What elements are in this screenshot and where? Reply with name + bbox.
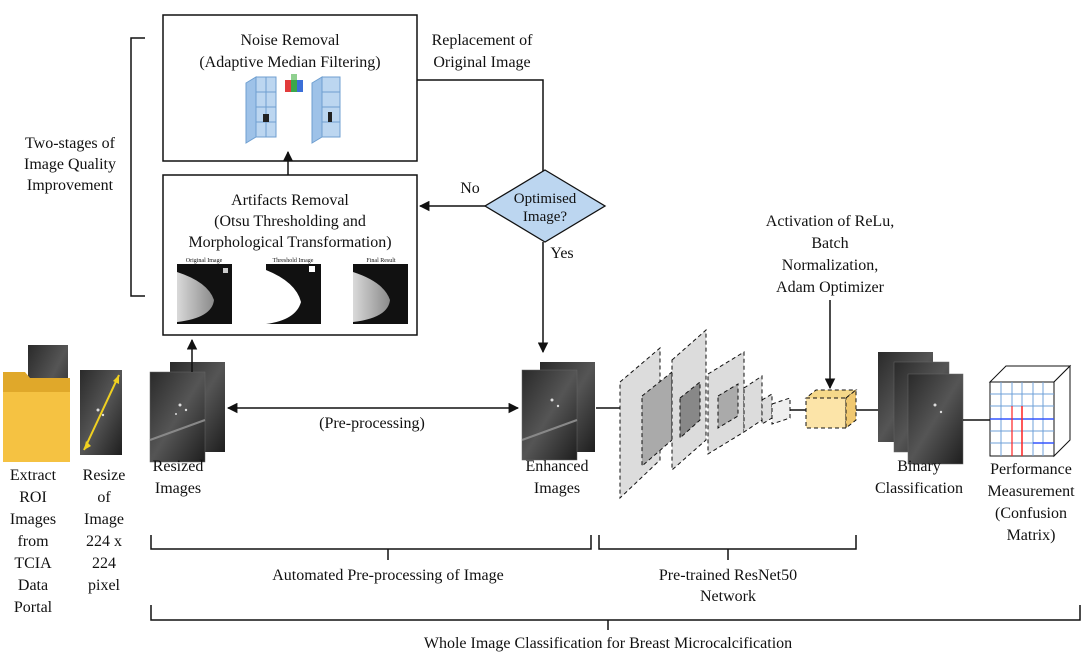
two-stages-line3: Improvement (27, 177, 114, 194)
artifacts-removal-line3: Morphological Transformation) (188, 234, 391, 251)
input-grid-stack (245, 76, 277, 144)
decision-line2: Image? (523, 209, 567, 225)
auto-preprocessing-label: Automated Pre-processing of Image (272, 567, 503, 584)
replacement-label-line1: Replacement of (432, 32, 534, 49)
noise-removal-subtitle: (Adaptive Median Filtering) (199, 54, 380, 71)
performance-label: Performance Measurement (Confusion Matri… (987, 461, 1075, 544)
decision-line1: Optimised (514, 191, 577, 207)
extract-roi-label: Extract ROI Images from TCIA Data Portal (10, 467, 57, 616)
artifacts-removal-line2: (Otsu Thresholding and (214, 213, 366, 230)
artifacts-removal-box: Artifacts Removal (Otsu Thresholding and… (162, 174, 418, 336)
resized-images-label: Resized Images (153, 458, 204, 497)
roi-folder-icon (3, 345, 70, 462)
two-stages-line2: Image Quality (24, 156, 116, 173)
resize-line: 224 (92, 555, 116, 572)
resnet-bracket (598, 535, 857, 550)
artifacts-removal-title: Artifacts Removal (231, 192, 349, 209)
extract-line: Data (18, 577, 48, 594)
original-image-panel-title: Original Image (186, 258, 223, 264)
final-result-panel-title: Final Result (366, 258, 396, 264)
activation-line4: Adam Optimizer (776, 279, 885, 296)
threshold-image-panel: Threshold Image (266, 258, 321, 324)
enhanced-images-label: Enhanced Images (525, 458, 588, 497)
binary-line: Binary (897, 458, 941, 475)
resized-line: Images (155, 480, 201, 497)
resize-line: Resize (83, 467, 126, 484)
binary-classification-label: Binary Classification (875, 458, 963, 497)
filter-kernel (285, 74, 303, 92)
enhanced-line: Images (534, 480, 580, 497)
no-label: No (460, 180, 480, 197)
resnet-layers (619, 328, 791, 500)
activation-line3: Normalization, (782, 257, 878, 274)
resized-images-stack (149, 362, 225, 463)
resize-line: pixel (88, 577, 121, 594)
binary-line: Classification (875, 480, 963, 497)
extract-line: Images (10, 511, 56, 528)
auto-preprocessing-bracket (150, 535, 592, 550)
preprocessing-arrow-label: (Pre-processing) (319, 415, 425, 432)
performance-line: Performance (990, 461, 1072, 478)
median-filter-illustration (245, 74, 341, 144)
resize-line: 224 x (86, 533, 122, 550)
two-stages-line1: Two-stages of (25, 135, 116, 152)
resize-line: of (97, 489, 111, 506)
activation-line1: Activation of ReLu, (766, 213, 894, 230)
final-result-panel: Final Result (353, 258, 408, 324)
confusion-matrix-cube (988, 364, 1072, 458)
whole-classification-bracket (150, 605, 1081, 621)
resize-label: Resize of Image 224 x 224 pixel (83, 467, 126, 594)
performance-line: (Confusion (995, 505, 1067, 522)
enhanced-line: Enhanced (525, 458, 588, 475)
noise-removal-box: Noise Removal (Adaptive Median Filtering… (162, 14, 418, 162)
performance-line: Measurement (987, 483, 1075, 500)
output-grid-stack (311, 76, 341, 144)
activation-line2: Batch (811, 235, 848, 252)
replacement-line (417, 79, 544, 175)
extract-line: Portal (14, 599, 53, 616)
resized-line: Resized (153, 458, 204, 475)
enhanced-images-stack (521, 362, 595, 461)
extract-line: TCIA (14, 555, 52, 572)
two-stages-bracket (130, 37, 145, 297)
whole-classification-label: Whole Image Classification for Breast Mi… (424, 635, 792, 652)
resnet-label-line2: Network (700, 588, 756, 605)
original-image-panel: Original Image (177, 258, 232, 324)
performance-line: Matrix) (1007, 527, 1056, 544)
extract-line: Extract (10, 467, 57, 484)
yes-label: Yes (550, 245, 573, 262)
resize-image-icon (80, 370, 122, 455)
extract-line: from (17, 533, 49, 550)
optimised-image-decision: Optimised Image? (483, 169, 607, 243)
replacement-label-line2: Original Image (433, 54, 530, 71)
threshold-image-panel-title: Threshold Image (273, 258, 314, 264)
resnet-label-line1: Pre-trained ResNet50 (659, 567, 797, 584)
extract-line: ROI (19, 489, 47, 506)
binary-classification-stack (878, 352, 964, 465)
resize-line: Image (84, 511, 124, 528)
activation-block (804, 388, 858, 430)
noise-removal-title: Noise Removal (240, 32, 340, 49)
